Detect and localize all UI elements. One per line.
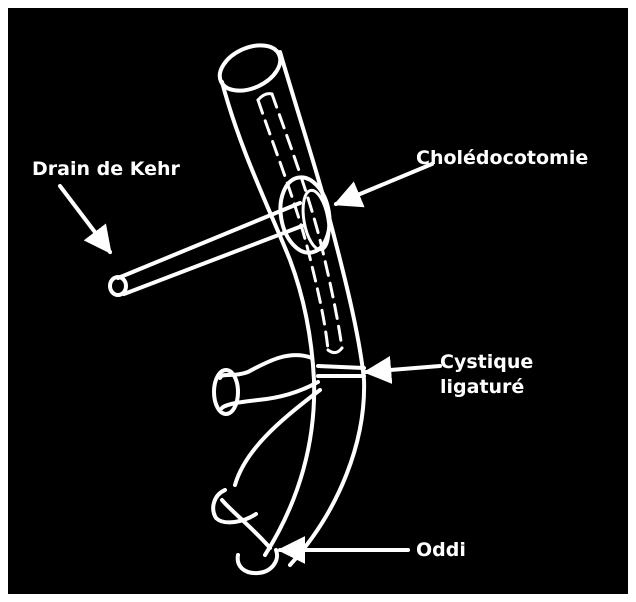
oddi-sphincter xyxy=(238,550,277,573)
label-oddi: Oddi xyxy=(416,539,466,561)
arrow-cystique xyxy=(366,366,440,372)
label-choledocotomie: Cholédocotomie xyxy=(416,147,588,169)
arrow-drain xyxy=(60,186,110,252)
cystic-duct xyxy=(214,355,364,414)
label-cystique: Cystique xyxy=(440,351,533,373)
arrow-choledocotomie xyxy=(336,164,432,204)
label-ligature: ligaturé xyxy=(440,376,524,398)
label-drain-de-kehr: Drain de Kehr xyxy=(32,158,181,180)
